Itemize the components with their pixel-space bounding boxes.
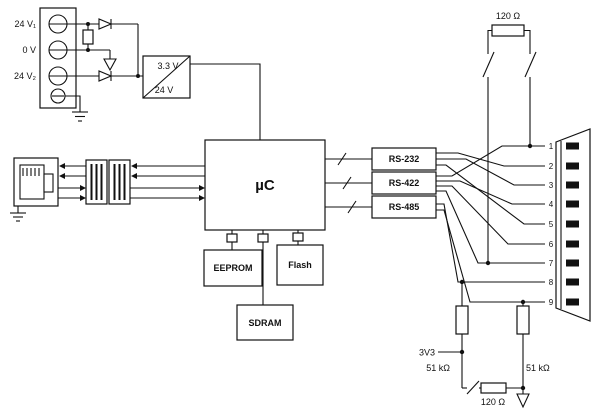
earth-ground-icon [10, 206, 26, 222]
pin-number: 8 [549, 278, 554, 287]
junction-dot [136, 74, 140, 78]
switch-icon [466, 380, 480, 395]
ethernet-transformer [85, 159, 131, 205]
resistor [455, 305, 469, 335]
rs232-label: RS-232 [389, 154, 420, 164]
serial-interfaces: RS-232 RS-422 RS-485 [325, 147, 437, 219]
rs422-box [371, 171, 437, 195]
memory-blocks: EEPROM Flash SDRAM [203, 230, 324, 341]
dsub-pin [566, 240, 579, 248]
dsub9-connector: 1 2 3 4 5 6 7 8 9 [549, 128, 591, 322]
pin-number: 2 [549, 162, 554, 171]
earth-ground-icon [65, 95, 88, 122]
bus-pad [226, 233, 238, 243]
bus-width-slash-icon [347, 200, 357, 214]
switch-icon [482, 51, 495, 78]
pin-number: 6 [549, 240, 554, 249]
pin-number: 1 [549, 142, 554, 151]
resistor [82, 29, 94, 45]
terminal-label-24v1: 24 V₁ [14, 19, 36, 29]
mcu-body [204, 139, 326, 231]
bus-width-slash-icon [342, 176, 352, 190]
rs485-box [371, 195, 437, 219]
diode-icon [98, 18, 113, 30]
bottom-resistor-label: 120 Ω [481, 397, 506, 407]
dsub-pin [566, 278, 579, 286]
flash-box [276, 244, 324, 286]
terminal-label-0v: 0 V [22, 45, 36, 55]
flash-label: Flash [288, 260, 312, 270]
termination-top: 120 Ω [482, 11, 537, 263]
diode-icon [98, 70, 113, 82]
resistor [480, 382, 507, 394]
eeprom-label: EEPROM [213, 263, 252, 273]
dsub-pin [566, 259, 579, 267]
dsub-pin [566, 220, 579, 228]
dsub-pin [566, 200, 579, 208]
dsub-pin [566, 181, 579, 189]
bias-right-label: 51 kΩ [526, 363, 550, 373]
rs422-label: RS-422 [389, 178, 420, 188]
converter-output-wire [190, 63, 261, 140]
junction-dot [86, 48, 90, 52]
dsub-pin [566, 298, 579, 306]
termination-bottom: 3V3 51 kΩ 120 Ω 51 kΩ [419, 282, 550, 409]
terminal-label-24v2: 24 V₂ [14, 71, 37, 81]
eeprom-box [203, 249, 263, 287]
rs485-label: RS-485 [389, 202, 420, 212]
junction-dot [86, 22, 90, 26]
sdram-box [236, 304, 294, 341]
bus-width-slash-icon [337, 152, 347, 166]
dsub-pin [566, 142, 579, 150]
converter-output-label: 3.3 V [157, 61, 178, 71]
pin-number: 3 [549, 181, 554, 190]
pin-number: 5 [549, 220, 554, 229]
ethernet-connector [10, 157, 59, 222]
pin-number: 9 [549, 298, 554, 307]
input-protection [67, 18, 143, 82]
converter-input-label: 24 V [155, 85, 174, 95]
dc-converter: 3.3 V 24 V [142, 55, 261, 140]
switch-icon [524, 51, 537, 78]
resistor [491, 24, 525, 37]
ethernet-signal-arrows [58, 163, 205, 201]
power-terminal-block: 24 V₁ 0 V 24 V₂ [14, 7, 88, 122]
supply-label: 3V3 [419, 348, 435, 358]
bus-pad [257, 233, 269, 243]
microcontroller: µC [204, 139, 326, 231]
wiring-harness [436, 143, 545, 305]
pin-number: 4 [549, 200, 554, 209]
sdram-label: SDRAM [249, 318, 282, 328]
junction-dot [520, 385, 526, 391]
resistor [516, 305, 530, 335]
junction-dot [459, 349, 465, 355]
dsub-pin [566, 162, 579, 170]
bias-left-label: 51 kΩ [426, 363, 450, 373]
mcu-label: µC [255, 177, 275, 194]
functional-earth-arrow-icon [103, 50, 117, 72]
ground-arrow-icon [516, 393, 530, 409]
top-resistor-label: 120 Ω [496, 11, 521, 21]
bus-pad [292, 232, 304, 242]
pin-number: 7 [549, 259, 554, 268]
